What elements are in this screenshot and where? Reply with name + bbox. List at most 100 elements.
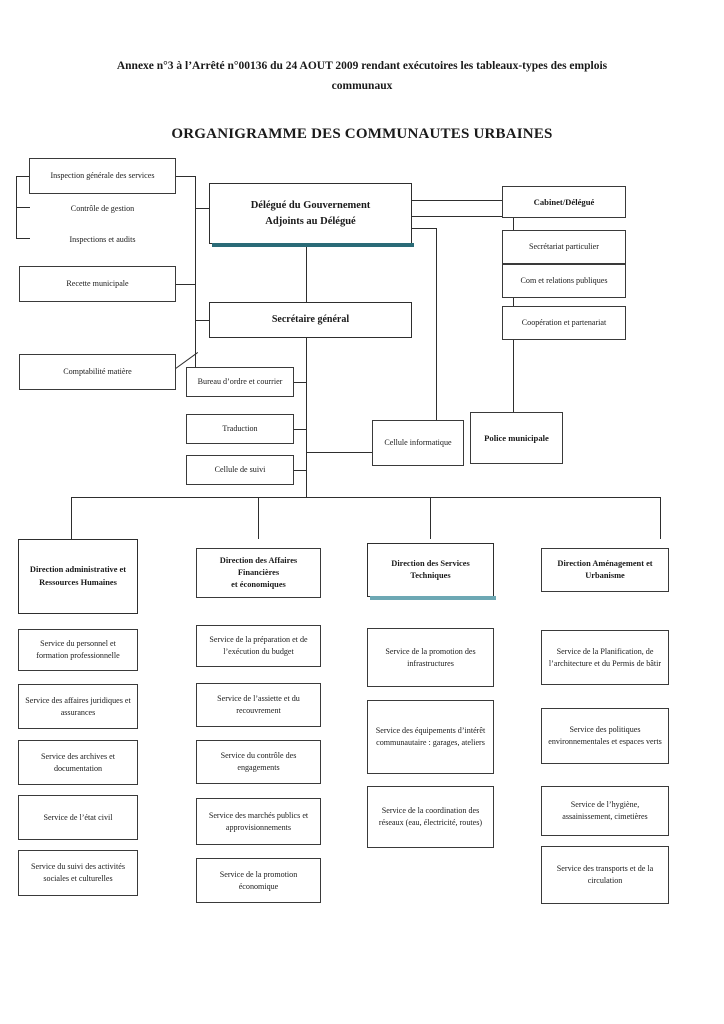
direction-1-service-3-label: Service des marchés publics et approvisi…: [208, 810, 309, 832]
direction-3-service-1-label: Service des politiques environnementales…: [548, 725, 662, 746]
left-item-4-label: Comptabilité matière: [63, 367, 132, 377]
direction-0-service-1[interactable]: Service des affaires juridiques et assur…: [18, 684, 138, 729]
box-com-et-relations-publiques[interactable]: Com et relations publiques: [502, 264, 626, 298]
sg-unit-1-label: Traduction: [222, 424, 258, 434]
secretaire-general-label: Secrétaire général: [271, 313, 350, 325]
direction-0-service-1-label: Service des affaires juridiques et assur…: [25, 695, 131, 717]
direction-3-title-line-2: Urbanisme: [585, 571, 625, 580]
sg-unit-0-label: Bureau d’ordre et courrier: [197, 377, 283, 387]
connector-bus-drop-4: [660, 497, 661, 539]
direction-2-service-1[interactable]: Service des équipements d’intérêt commun…: [367, 700, 494, 774]
box-bureau-d-ordre-et-courrier[interactable]: Bureau d’ordre et courrier: [186, 367, 294, 397]
box-cooperation-et-partenariat[interactable]: Coopération et partenariat: [502, 306, 626, 340]
delegue-line-2: Adjoints au Délégué: [265, 215, 356, 227]
left-item-3-label: Recette municipale: [66, 279, 129, 289]
direction-3-title-line-1: Direction Aménagement et: [557, 558, 653, 568]
left-item-0-label: Inspection générale des services: [50, 171, 155, 181]
direction-1-service-1[interactable]: Service de l’assiette et du recouvrement: [196, 683, 321, 727]
connector-left-bracket-stub-top: [16, 176, 30, 177]
direction-3-header[interactable]: Direction Aménagement et Urbanisme: [541, 548, 669, 592]
box-inspections-et-audits[interactable]: Inspections et audits: [29, 229, 176, 251]
direction-0-service-2-label: Service des archives et documentation: [41, 751, 115, 773]
direction-0-title-line-1: Direction administrative et: [29, 565, 127, 575]
direction-1-service-3[interactable]: Service des marchés publics et approvisi…: [196, 798, 321, 845]
connector-left-bracket-stub-mid: [16, 207, 30, 208]
box-secretariat-particulier[interactable]: Secrétariat particulier: [502, 230, 626, 264]
box-cabinet-delegue[interactable]: Cabinet/Délégué: [502, 186, 626, 218]
cabinet-item-2-label: Coopération et partenariat: [521, 318, 607, 328]
connector-left-spine: [195, 176, 196, 372]
direction-2-service-0-label: Service de la promotion des infrastructu…: [385, 646, 476, 668]
box-cellule-de-suivi[interactable]: Cellule de suivi: [186, 455, 294, 485]
direction-3-service-1[interactable]: Service des politiques environnementales…: [541, 708, 669, 764]
connector-recette-to-spine: [176, 284, 196, 285]
direction-1-service-2[interactable]: Service du contrôle des engagements: [196, 740, 321, 784]
connector-spine-to-secretaire: [195, 320, 209, 321]
direction-1-service-0[interactable]: Service de la préparation et de l’exécut…: [196, 625, 321, 667]
direction-1-title-line-1: Direction des Affaires Financières: [219, 555, 298, 577]
direction-3-service-2[interactable]: Service de l’hygiène, assainissement, ci…: [541, 786, 669, 836]
direction-1-service-2-label: Service du contrôle des engagements: [220, 751, 297, 772]
direction-3-service-3-label: Service des transports et de la circulat…: [556, 864, 654, 885]
direction-2-service-0[interactable]: Service de la promotion des infrastructu…: [367, 628, 494, 687]
connector-delegue-branch-stub: [412, 228, 436, 229]
connector-inspection-to-spine: [176, 176, 196, 177]
direction-3-service-0-label: Service de la Planification, de l’archit…: [548, 646, 662, 668]
connector-sg-unit-spine: [306, 368, 307, 498]
document-subtitle: Annexe n°3 à l’Arrêté n°00136 du 24 AOUT…: [116, 60, 608, 93]
direction-2-service-2[interactable]: Service de la coordination des réseaux (…: [367, 786, 494, 848]
box-recette-municipale[interactable]: Recette municipale: [19, 266, 176, 302]
connector-sg-to-bureau: [294, 382, 307, 383]
box-police-municipale[interactable]: Police municipale: [470, 412, 563, 464]
connector-bus-drop-3: [430, 497, 431, 539]
connector-sg-to-cellule-informatique: [306, 452, 372, 453]
page-title: ORGANIGRAMME DES COMMUNAUTES URBAINES: [171, 126, 553, 142]
direction-0-service-3[interactable]: Service de l’état civil: [18, 795, 138, 840]
direction-2-service-1-label: Service des équipements d’intérêt commun…: [375, 726, 486, 747]
connector-left-bracket-stub-bottom: [16, 238, 30, 239]
connector-bus-drop-2: [258, 497, 259, 539]
direction-0-title-line-2: Ressources Humaines: [39, 577, 117, 587]
direction-0-header[interactable]: Direction administrative et Ressources H…: [18, 539, 138, 614]
direction-3-service-2-label: Service de l’hygiène, assainissement, ci…: [562, 800, 648, 821]
box-secretaire-general[interactable]: Secrétaire général: [209, 302, 412, 338]
connector-delegue-right-stub: [412, 216, 513, 217]
connector-sg-to-traduction: [294, 429, 307, 430]
box-traduction[interactable]: Traduction: [186, 414, 294, 444]
direction-3-service-0[interactable]: Service de la Planification, de l’archit…: [541, 630, 669, 685]
box-controle-de-gestion[interactable]: Contrôle de gestion: [29, 198, 176, 220]
direction-1-header[interactable]: Direction des Affaires Financières et éc…: [196, 548, 321, 598]
staff-unit-0-label: Cellule informatique: [384, 438, 452, 448]
connector-delegue-to-cabinet: [412, 200, 502, 201]
direction-1-service-0-label: Service de la préparation et de l’exécut…: [209, 635, 308, 656]
box-comptabilite-matiere[interactable]: Comptabilité matière: [19, 354, 176, 390]
connector-delegue-to-sg: [306, 244, 307, 302]
box-delegue-du-gouvernement[interactable]: Délégué du Gouvernement Adjoints au Délé…: [209, 183, 414, 247]
connector-sg-down: [306, 338, 307, 368]
connector-cellule-informatique-drop: [436, 228, 437, 420]
cabinet-item-1-label: Com et relations publiques: [520, 276, 608, 286]
connector-bus-drop-1: [71, 497, 72, 539]
cabinet-header-label: Cabinet/Délégué: [533, 196, 595, 207]
direction-0-service-0[interactable]: Service du personnel et formation profes…: [18, 629, 138, 671]
left-item-1-label: Contrôle de gestion: [70, 204, 135, 214]
sg-unit-2-label: Cellule de suivi: [214, 465, 266, 475]
direction-3-service-3[interactable]: Service des transports et de la circulat…: [541, 846, 669, 904]
cabinet-item-0-label: Secrétariat particulier: [529, 242, 599, 252]
direction-2-title-line-2: Techniques: [410, 571, 451, 580]
connector-direction-bus: [71, 497, 661, 498]
direction-0-service-0-label: Service du personnel et formation profes…: [36, 639, 120, 660]
direction-0-service-4[interactable]: Service du suivi des activités sociales …: [18, 850, 138, 896]
left-item-2-label: Inspections et audits: [69, 235, 136, 245]
staff-unit-1-label: Police municipale: [484, 432, 549, 443]
direction-1-service-4[interactable]: Service de la promotion économique: [196, 858, 321, 903]
box-inspection-generale-des-services[interactable]: Inspection générale des services: [29, 158, 176, 194]
connector-spine-to-delegue: [195, 208, 209, 209]
direction-2-header[interactable]: Direction des Services Techniques: [367, 543, 496, 600]
delegue-line-1: Délégué du Gouvernement: [250, 200, 371, 212]
connector-sg-to-cellule-suivi: [294, 470, 307, 471]
direction-1-title-line-2: et économiques: [231, 580, 286, 590]
direction-0-service-2[interactable]: Service des archives et documentation: [18, 740, 138, 785]
box-cellule-informatique[interactable]: Cellule informatique: [372, 420, 464, 466]
